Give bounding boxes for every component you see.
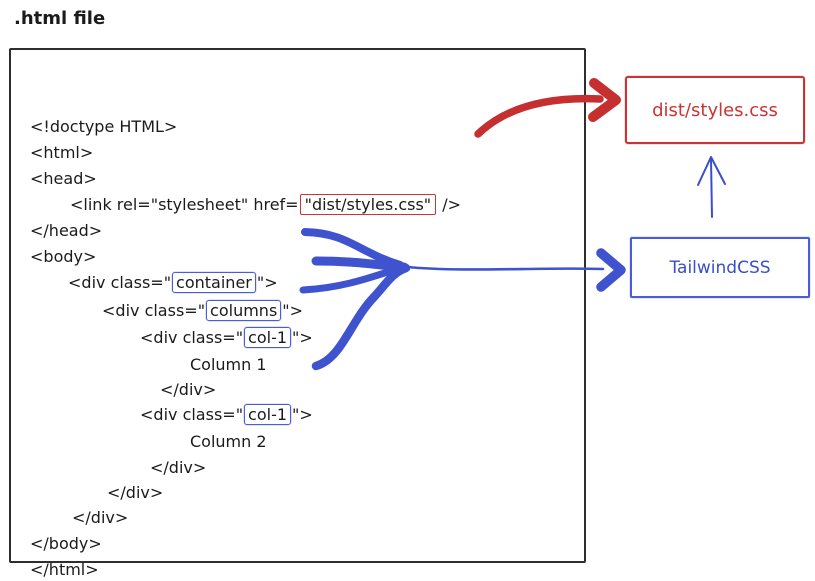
blue-arrowhead-tailwind	[596, 248, 626, 292]
code-line-body-open: <body>	[30, 246, 96, 268]
code-text: <html>	[30, 143, 94, 162]
code-text: </body>	[30, 534, 102, 553]
code-line-div-close: </div>	[160, 379, 216, 401]
code-line-div-close: </div>	[150, 457, 206, 479]
code-line-doctype: <!doctype HTML>	[30, 116, 177, 138]
code-text: </div>	[160, 380, 217, 399]
code-line-div-close: </div>	[107, 482, 163, 504]
dist-styles-css-box: dist/styles.css	[625, 76, 805, 144]
code-text: />	[437, 195, 462, 214]
class-container-blue-box: container	[172, 272, 256, 293]
code-line-link-stylesheet: <link rel="stylesheet" href="dist/styles…	[70, 194, 461, 216]
code-text: </div>	[150, 458, 207, 477]
code-line-div-columns: <div class="columns">	[102, 300, 303, 322]
code-line-div-close: </div>	[72, 507, 128, 529]
code-text: </html>	[30, 560, 99, 579]
code-text: <!doctype HTML>	[30, 117, 178, 136]
code-line-body-close: </body>	[30, 533, 102, 555]
code-line-div-col1-second: <div class="col-1">	[140, 404, 313, 426]
code-text: <link rel="stylesheet" href=	[70, 195, 299, 214]
code-text: </div>	[107, 483, 164, 502]
file-type-label: .html file	[14, 8, 106, 29]
code-text: </head>	[30, 221, 103, 240]
code-text: <div class="	[102, 301, 206, 320]
class-col1-blue-box: col-1	[244, 404, 292, 425]
code-text: <body>	[30, 247, 97, 266]
code-line-html-open: <html>	[30, 142, 93, 164]
code-text: <div class="	[140, 405, 244, 424]
code-line-html-close: </html>	[30, 559, 99, 581]
code-text: ">	[282, 301, 304, 320]
code-text: <div class="	[68, 273, 172, 292]
code-line-div-container: <div class="container">	[68, 272, 278, 294]
html-code-panel: <!doctype HTML> <html> <head> <link rel=…	[9, 48, 586, 579]
href-value-red-box: "dist/styles.css"	[299, 194, 437, 215]
code-text: <div class="	[140, 328, 244, 347]
code-line-head-close: </head>	[30, 220, 102, 242]
code-text: ">	[256, 273, 278, 292]
code-text: </div>	[72, 508, 129, 527]
tailwind-box-label: TailwindCSS	[669, 257, 771, 278]
code-line-column1-text: Column 1	[190, 354, 267, 376]
code-text: Column 1	[190, 355, 267, 374]
code-text: ">	[292, 328, 313, 347]
tailwindcss-box: TailwindCSS	[630, 237, 810, 298]
red-arrowhead	[588, 78, 621, 122]
class-col1-blue-box: col-1	[244, 327, 292, 348]
code-text: Column 2	[190, 432, 267, 451]
code-text: ">	[292, 405, 313, 424]
class-columns-blue-box: columns	[206, 300, 282, 321]
code-line-div-col1-first: <div class="col-1">	[140, 327, 313, 349]
up-arrowhead	[697, 156, 726, 186]
css-file-box-label: dist/styles.css	[652, 99, 778, 121]
code-text: <head>	[30, 169, 97, 188]
code-line-head-open: <head>	[30, 168, 97, 190]
code-line-column2-text: Column 2	[190, 431, 267, 453]
blue-arrow-tailwind-to-css-file	[697, 156, 726, 218]
